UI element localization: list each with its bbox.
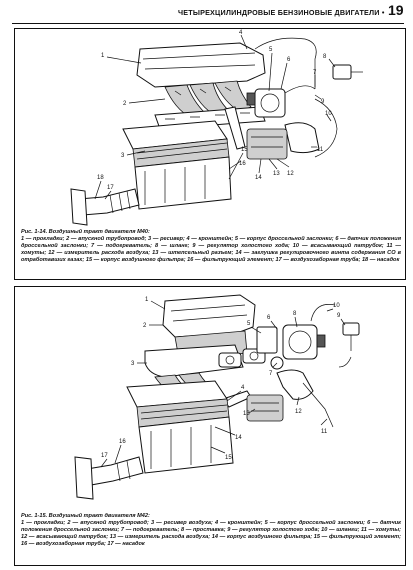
callout-7: 7 <box>313 70 317 76</box>
callout-13: 13 <box>243 411 250 417</box>
intake-pipe-drawing <box>246 98 338 160</box>
figure-1-15-legend: 1 — прокладки; 2 — впускной трубопровод;… <box>21 519 401 547</box>
callout-6: 6 <box>267 315 271 321</box>
page-header: ЧЕТЫРЕХЦИЛИНДРОВЫЕ БЕНЗИНОВЫЕ ДВИГАТЕЛИ … <box>0 0 413 28</box>
idle-regulator-drawing <box>338 322 360 368</box>
figure-1-14-legend: 1 — прокладки; 2 — впускной трубопровод;… <box>21 235 401 263</box>
callout-16: 16 <box>239 161 246 167</box>
figure-1-14-caption: Рис. 1-14. Воздушный тракт двигателя M40… <box>21 229 401 264</box>
idle-regulator-drawing <box>332 64 363 80</box>
page-number: 19 <box>388 2 404 18</box>
callout-4: 4 <box>241 385 245 391</box>
figure-1-14-drawing: 1 2 3 4 5 6 7 8 9 10 11 12 13 14 15 16 1… <box>70 30 363 226</box>
figure-1-14: 1 2 3 4 5 6 7 8 9 10 11 12 13 14 15 16 1… <box>14 28 406 280</box>
hose-drawing <box>310 304 336 322</box>
callout-5: 5 <box>269 47 273 53</box>
callout-17: 17 <box>107 185 114 191</box>
callout-12: 12 <box>295 409 302 415</box>
callout-12: 12 <box>287 171 294 177</box>
callout-1: 1 <box>101 53 105 59</box>
callout-14: 14 <box>235 435 242 441</box>
callout-8: 8 <box>323 54 327 60</box>
figure-1-15-callouts: 1 2 3 4 5 6 7 8 9 10 11 12 13 14 15 16 1… <box>101 297 341 461</box>
air-filter-housing-drawing <box>122 120 232 210</box>
callout-11: 11 <box>317 147 324 153</box>
header-rule <box>12 23 404 24</box>
callout-8: 8 <box>293 311 297 317</box>
running-title: ЧЕТЫРЕХЦИЛИНДРОВЫЕ БЕНЗИНОВЫЕ ДВИГАТЕЛИ … <box>178 8 385 17</box>
figure-1-14-callouts: 1 2 3 4 5 6 7 8 9 10 11 12 13 14 15 16 1… <box>97 30 332 191</box>
callout-11: 11 <box>321 429 328 435</box>
callout-6: 6 <box>287 57 291 63</box>
hose-drawing <box>254 37 317 89</box>
callout-3: 3 <box>131 361 135 367</box>
intake-tube-drawing <box>74 456 144 500</box>
throttle-body-drawing <box>256 324 326 370</box>
callout-14: 14 <box>255 175 262 181</box>
callout-2: 2 <box>143 323 147 329</box>
callout-9: 9 <box>321 99 325 105</box>
figure-1-15: 1 2 3 4 5 6 7 8 9 10 11 12 13 14 15 16 1… <box>14 286 406 566</box>
callout-15: 15 <box>225 455 232 461</box>
callout-5: 5 <box>247 321 251 327</box>
callout-15: 15 <box>241 147 248 153</box>
bracket-drawing <box>224 106 246 150</box>
intake-manifold-drawing <box>136 42 266 130</box>
callout-3: 3 <box>121 153 125 159</box>
callout-10: 10 <box>325 111 332 117</box>
callout-2: 2 <box>123 101 127 107</box>
throttle-body-drawing <box>246 85 316 118</box>
air-filter-housing-drawing <box>126 380 234 474</box>
figure-1-15-drawing: 1 2 3 4 5 6 7 8 9 10 11 12 13 14 15 16 1… <box>74 294 360 500</box>
callout-7: 7 <box>269 371 273 377</box>
callout-4: 4 <box>239 30 243 36</box>
intake-tube-drawing <box>70 188 140 226</box>
callout-16: 16 <box>119 439 126 445</box>
figure-1-14-leaders <box>94 34 336 200</box>
intake-pipe-drawing <box>246 369 334 428</box>
figure-1-15-title: Рис. 1-15. Воздушный тракт двигателя M42… <box>21 513 150 519</box>
callout-1: 1 <box>145 297 149 303</box>
figure-1-14-title: Рис. 1-14. Воздушный тракт двигателя M40… <box>21 229 150 235</box>
figure-1-15-caption: Рис. 1-15. Воздушный тракт двигателя M42… <box>21 513 401 548</box>
callout-10: 10 <box>333 303 340 309</box>
callout-17: 17 <box>101 453 108 459</box>
callout-9: 9 <box>337 313 341 319</box>
figure-1-15-leaders <box>100 300 346 468</box>
callout-18: 18 <box>97 175 104 181</box>
callout-13: 13 <box>273 171 280 177</box>
